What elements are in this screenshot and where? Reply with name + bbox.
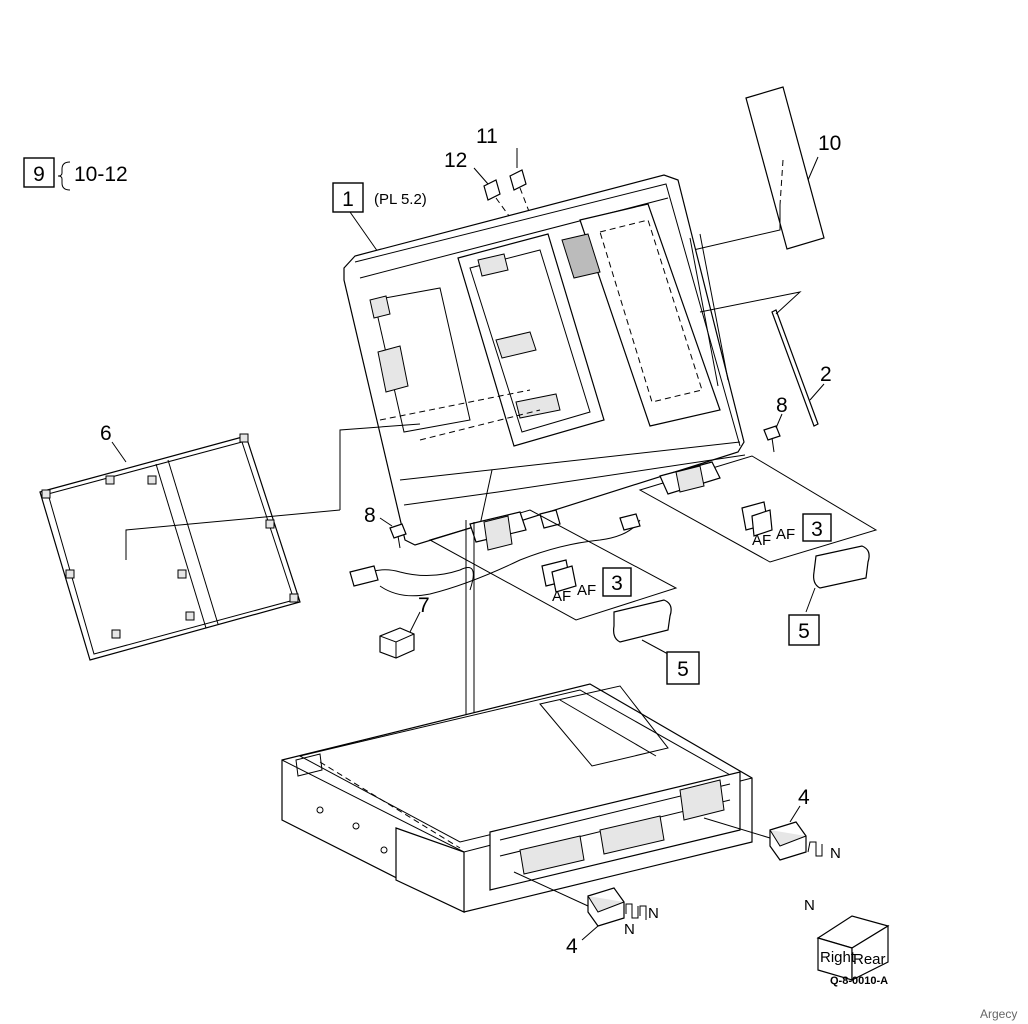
part-8-left: 8 [364, 504, 407, 549]
callout-2: 2 [820, 363, 832, 386]
orientation-right: Right [820, 949, 856, 966]
callout-12: 12 [444, 149, 467, 172]
callout-4-left: 4 [566, 935, 578, 958]
callout-6: 6 [100, 422, 112, 445]
figure-code: Q-8-0010-A [830, 975, 888, 987]
af-left-1: AF [552, 588, 571, 605]
n-left-upper: N [648, 905, 659, 922]
callout-1-box [332, 182, 364, 213]
part-6-panel: 6 [39, 422, 421, 661]
orientation-n: N [804, 897, 815, 914]
callout-3-left-box [602, 567, 632, 597]
callout-10: 10 [818, 132, 841, 155]
callout-3-right: 3 [811, 518, 823, 541]
part-2-rod: 2 [699, 291, 832, 427]
callout-8-right: 8 [776, 394, 788, 417]
part-4-right: N 4 [703, 786, 841, 862]
part-4-left: N N 4 [513, 871, 659, 958]
callout-3-left: 3 [611, 572, 623, 595]
callout-5-right: 5 [798, 620, 810, 643]
callout-8-left: 8 [364, 504, 376, 527]
kit-reference: 9 10-12 [23, 157, 128, 191]
callout-4-right: 4 [798, 786, 810, 809]
part-7-ferrite: 7 [379, 594, 430, 659]
left-bracket-assembly: AF AF 3 5 [428, 509, 700, 685]
callout-3-right-box [802, 513, 832, 542]
callout-7: 7 [418, 594, 430, 617]
af-right-1: AF [752, 532, 771, 549]
callout-11: 11 [476, 125, 498, 148]
right-bracket-assembly: AF AF 3 5 [638, 455, 878, 646]
part-8-right: 8 [763, 394, 788, 453]
part-10-label: 10 [649, 86, 841, 310]
n-left-lower: N [624, 921, 635, 938]
watermark: Argecy [980, 1007, 1017, 1021]
orientation-cube: N Right Rear Q-8-0010-A [804, 897, 890, 987]
callout-1-ref: (PL 5.2) [374, 191, 427, 208]
af-left-2: AF [577, 582, 596, 599]
callout-1: 1 [342, 188, 354, 211]
kit-item-box [23, 157, 55, 188]
kit-range: 10-12 [74, 163, 128, 186]
kit-item-number: 9 [33, 163, 45, 186]
part-1-scanner: 1 (PL 5.2) [332, 174, 746, 546]
orientation-rear: Rear [853, 951, 886, 968]
n-right: N [830, 845, 841, 862]
callout-5-left: 5 [677, 658, 689, 681]
af-right-2: AF [776, 526, 795, 543]
kit-brace [57, 161, 71, 191]
callout-5-left-box [666, 651, 700, 685]
callout-5-right-box [788, 614, 820, 646]
base-frame [281, 683, 753, 913]
